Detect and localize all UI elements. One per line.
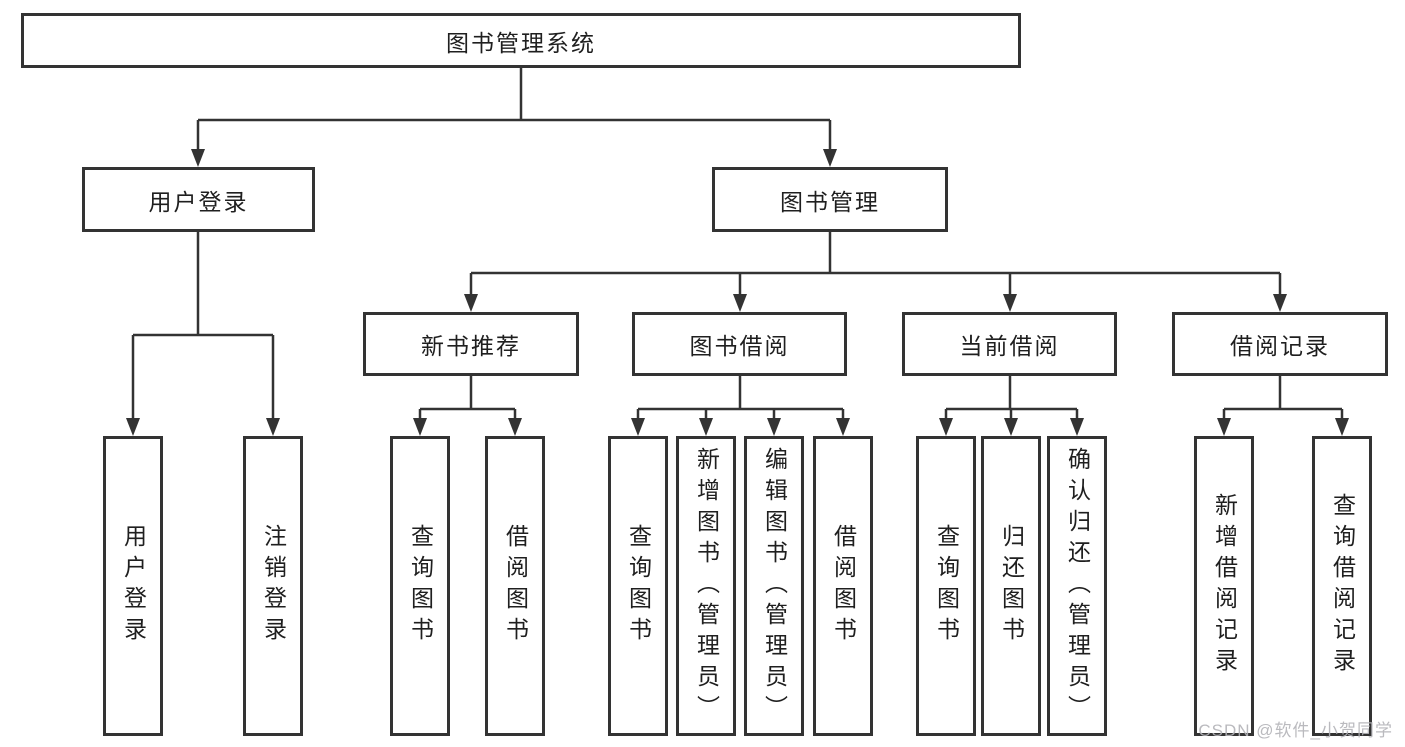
node-borrow-records: 借阅记录 [1172, 312, 1388, 376]
node-label: 借阅图书 [502, 524, 529, 648]
node-label: 图书管理系统 [446, 29, 596, 56]
node-book-borrow: 图书借阅 [632, 312, 847, 376]
node-leaf-query-books-current: 查询图书 [916, 436, 976, 736]
node-leaf-add-borrow-record: 新增借阅记录 [1194, 436, 1254, 736]
connector-user-login [126, 232, 280, 436]
node-label: 新增图书（管理员） [693, 446, 720, 726]
csdn-watermark: CSDN @软件_小贺同学 [1198, 721, 1393, 740]
arrowhead-icon [413, 418, 427, 436]
arrowhead-icon [266, 418, 280, 436]
connector-borrow-records [1217, 376, 1349, 436]
node-leaf-borrow-books-recommend: 借阅图书 [485, 436, 545, 736]
arrowhead-icon [1003, 294, 1017, 312]
node-leaf-logout: 注销登录 [243, 436, 303, 736]
arrowhead-icon [836, 418, 850, 436]
arrowhead-icon [939, 418, 953, 436]
node-leaf-user-login: 用户登录 [103, 436, 163, 736]
node-label: 图书借阅 [689, 333, 790, 359]
arrowhead-icon [767, 418, 781, 436]
node-label: 注销登录 [260, 524, 287, 648]
node-leaf-query-books-recommend: 查询图书 [390, 436, 450, 736]
node-current-borrow: 当前借阅 [902, 312, 1117, 376]
arrowhead-icon [733, 294, 747, 312]
node-label: 归还图书 [998, 524, 1025, 648]
node-leaf-query-borrow-record: 查询借阅记录 [1312, 436, 1372, 736]
connector-new-book-recommend [413, 376, 522, 436]
node-library-management-system: 图书管理系统 [21, 13, 1021, 68]
node-label: 图书管理 [780, 188, 880, 215]
node-label: 确认归还（管理员） [1064, 446, 1091, 726]
node-label: 查询图书 [407, 524, 434, 648]
node-label: 编辑图书（管理员） [761, 446, 788, 726]
arrowhead-icon [1004, 418, 1018, 436]
node-label: 用户登录 [120, 524, 147, 648]
node-leaf-query-books-borrow: 查询图书 [608, 436, 668, 736]
connector-book-borrow [631, 376, 850, 436]
node-book-management: 图书管理 [712, 167, 948, 232]
node-label: 借阅记录 [1230, 333, 1330, 359]
arrowhead-icon [1335, 418, 1349, 436]
node-label: 新书推荐 [421, 333, 521, 359]
arrowhead-icon [631, 418, 645, 436]
node-leaf-edit-book-admin: 编辑图书（管理员） [744, 436, 804, 736]
node-label: 用户登录 [148, 188, 249, 215]
node-leaf-confirm-return-admin: 确认归还（管理员） [1047, 436, 1107, 736]
connector-book-management [464, 232, 1287, 312]
node-label: 借阅图书 [830, 524, 857, 648]
connector-current-borrow [939, 376, 1084, 436]
node-leaf-return-book: 归还图书 [981, 436, 1041, 736]
connector-root [191, 68, 837, 167]
node-leaf-add-book-admin: 新增图书（管理员） [676, 436, 736, 736]
node-label: 当前借阅 [959, 333, 1060, 359]
node-label: 查询借阅记录 [1329, 493, 1356, 679]
arrowhead-icon [508, 418, 522, 436]
node-leaf-borrow-books: 借阅图书 [813, 436, 873, 736]
arrowhead-icon [126, 418, 140, 436]
arrowhead-icon [464, 294, 478, 312]
node-label: 查询图书 [625, 524, 652, 648]
arrowhead-icon [191, 149, 205, 167]
node-label: 新增借阅记录 [1211, 493, 1238, 679]
arrowhead-icon [699, 418, 713, 436]
node-new-book-recommend: 新书推荐 [363, 312, 579, 376]
node-user-login: 用户登录 [82, 167, 315, 232]
arrowhead-icon [1217, 418, 1231, 436]
arrowhead-icon [1070, 418, 1084, 436]
arrowhead-icon [823, 149, 837, 167]
node-label: 查询图书 [933, 524, 960, 648]
arrowhead-icon [1273, 294, 1287, 312]
